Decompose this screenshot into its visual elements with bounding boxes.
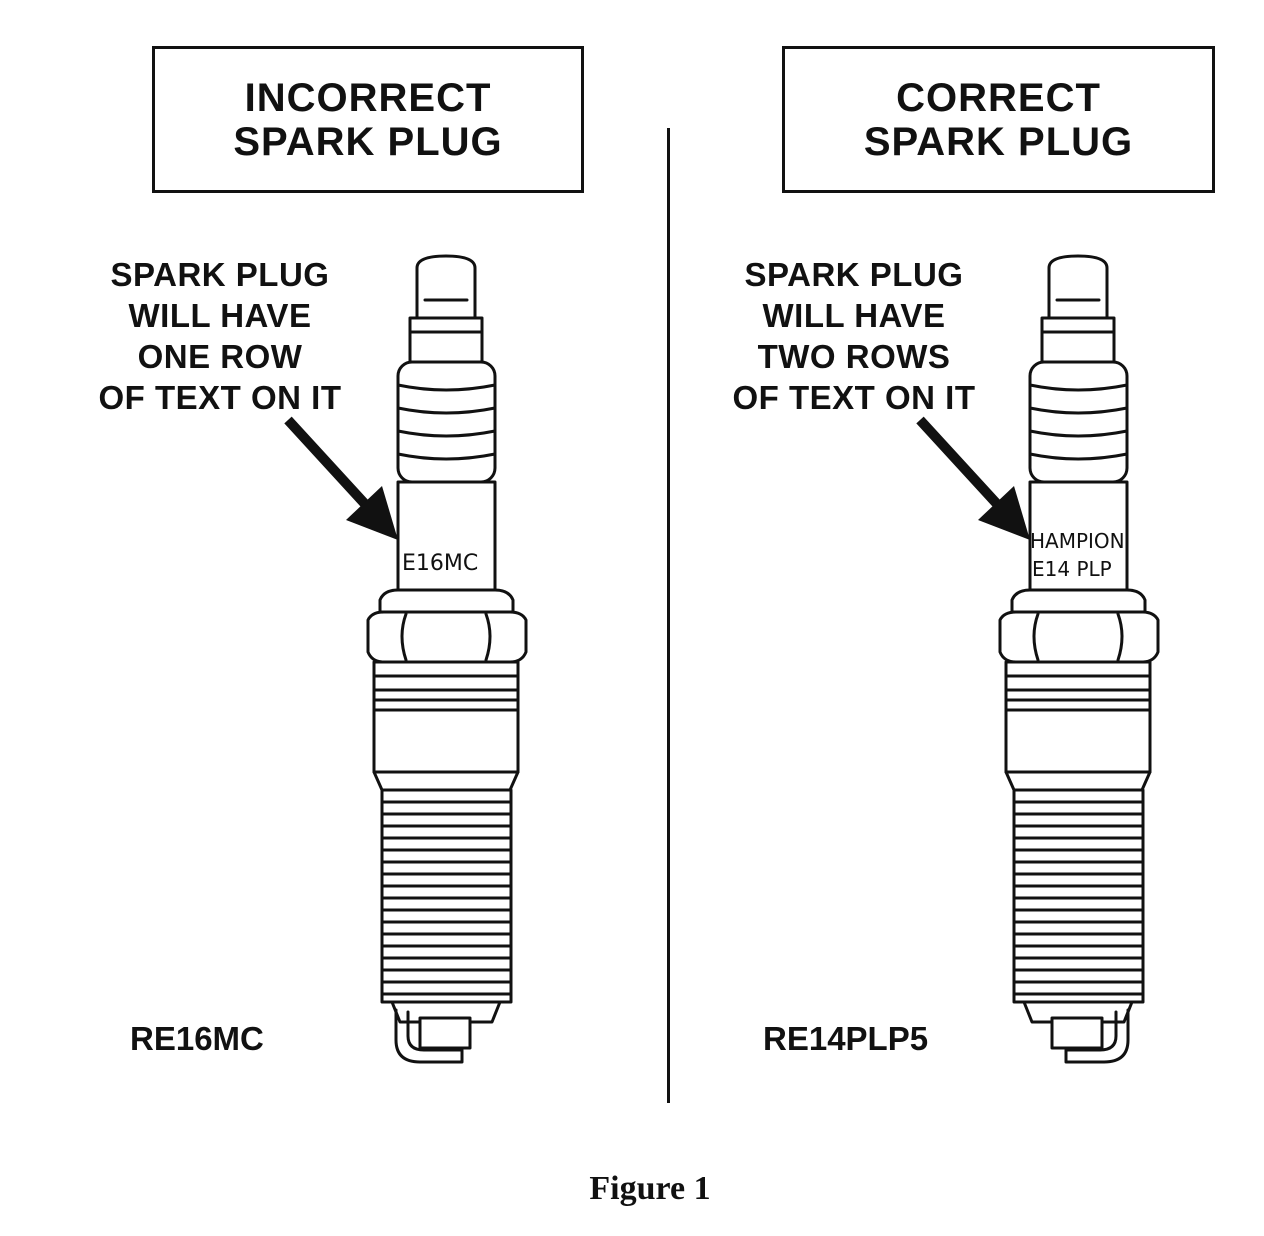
incorrect-spark-plug: E16MC [366, 254, 528, 1064]
incorrect-note-line-4: OF TEXT ON IT [98, 379, 342, 416]
panel-divider [667, 128, 670, 1103]
correct-plug-text-line-2: E14 PLP [1032, 557, 1112, 581]
correct-note-line-1: SPARK PLUG [744, 256, 964, 293]
correct-note-line-4: OF TEXT ON IT [732, 379, 976, 416]
terminal-cap [415, 254, 477, 320]
correct-note-line-3: TWO ROWS [757, 338, 951, 375]
incorrect-title-box: INCORRECT SPARK PLUG [152, 46, 584, 193]
incorrect-note-line-2: WILL HAVE [128, 297, 312, 334]
correct-spark-plug: HAMPION E14 PLP [998, 254, 1160, 1064]
correct-pointer-arrow [916, 416, 1030, 540]
incorrect-note: SPARK PLUG WILL HAVE ONE ROW OF TEXT ON … [70, 254, 370, 418]
incorrect-title-line-1: INCORRECT [244, 75, 492, 120]
incorrect-note-line-1: SPARK PLUG [110, 256, 330, 293]
correct-title-line-1: CORRECT [896, 75, 1101, 120]
correct-part-number: RE14PLP5 [763, 1020, 929, 1057]
figure-caption: Figure 1 [589, 1170, 711, 1207]
correct-note-line-2: WILL HAVE [762, 297, 946, 334]
correct-plug-text-line-1: HAMPION [1030, 529, 1125, 553]
correct-title-box: CORRECT SPARK PLUG [782, 46, 1215, 193]
correct-title-line-2: SPARK PLUG [863, 119, 1134, 164]
hex-nut [998, 610, 1160, 664]
incorrect-plug-text: E16MC [402, 551, 478, 576]
incorrect-pointer-arrow [284, 416, 398, 540]
hex-nut [366, 610, 528, 664]
correct-note: SPARK PLUG WILL HAVE TWO ROWS OF TEXT ON… [704, 254, 1004, 418]
terminal-cap [1047, 254, 1109, 320]
incorrect-title-line-2: SPARK PLUG [233, 119, 503, 164]
incorrect-part-number: RE16MC [130, 1020, 264, 1057]
incorrect-note-line-3: ONE ROW [137, 338, 303, 375]
